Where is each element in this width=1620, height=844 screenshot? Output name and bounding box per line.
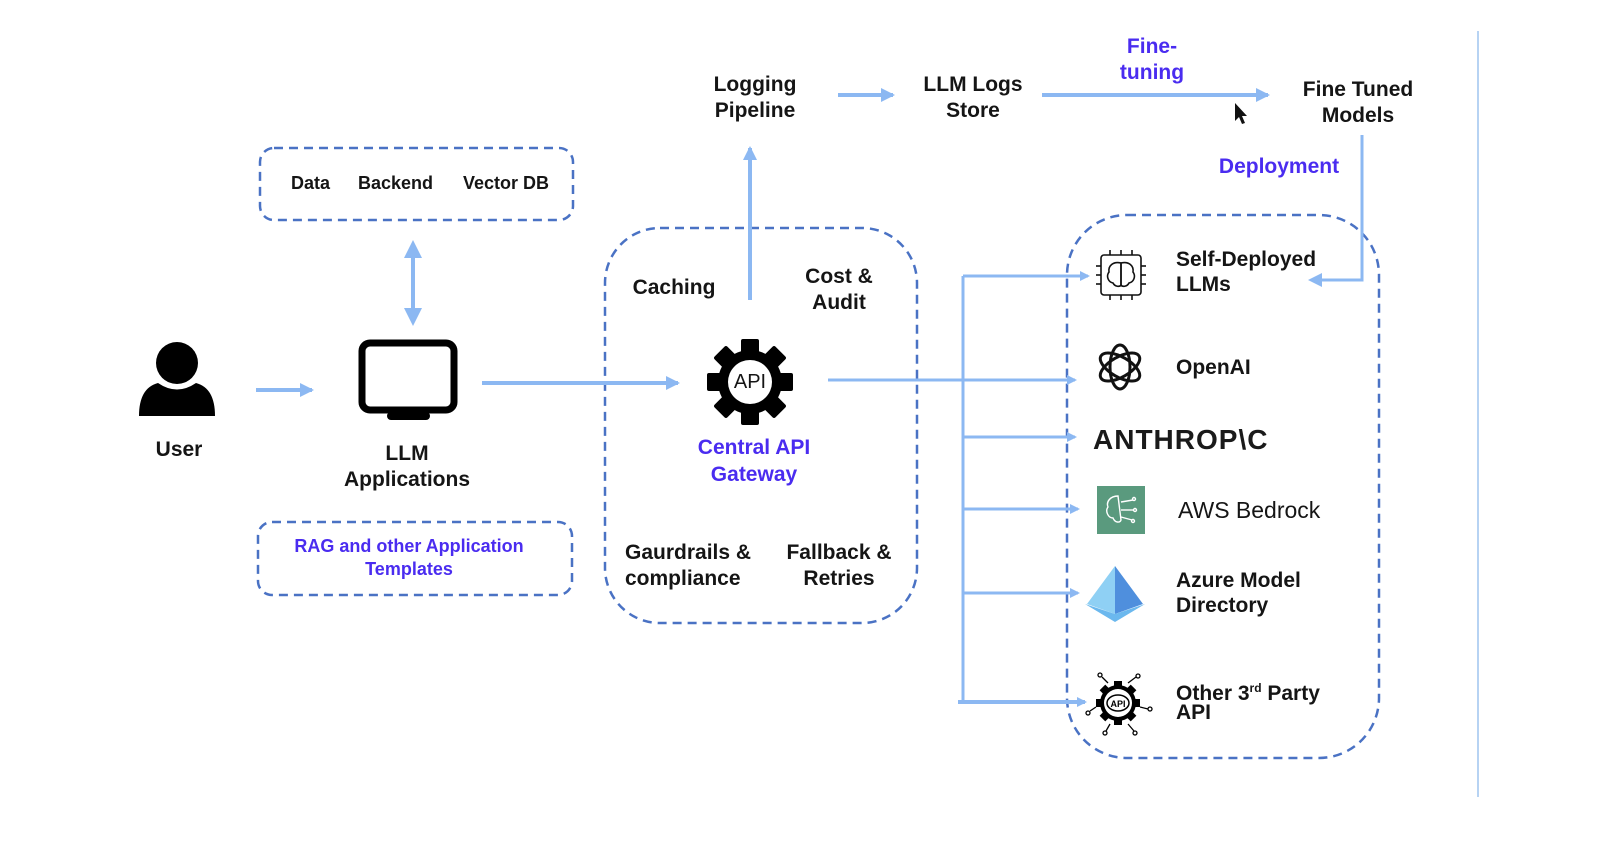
deployment-label: Deployment bbox=[1218, 155, 1340, 178]
person-icon bbox=[139, 342, 215, 416]
openai-logo-icon bbox=[1098, 343, 1142, 391]
logging-label-line1: Logging bbox=[713, 73, 797, 96]
rag-templates-box bbox=[256, 520, 574, 597]
aws-bedrock-icon bbox=[1097, 486, 1145, 534]
other-api-label-line2: API bbox=[1176, 701, 1212, 724]
azure-pyramid-icon bbox=[1085, 566, 1145, 622]
self-deployed-label-line2: LLMs bbox=[1176, 273, 1231, 296]
logging-label-line2: Pipeline bbox=[714, 99, 796, 122]
llm-apps-label-line2: Applications bbox=[343, 468, 471, 491]
data-backend-box bbox=[258, 146, 575, 222]
gateway-title-line2: Gateway bbox=[710, 463, 798, 486]
fine-tuned-label-line1: Fine Tuned bbox=[1302, 78, 1414, 101]
other-api-superscript: rd bbox=[1249, 681, 1262, 695]
fallback-label-line1: Fallback & bbox=[786, 541, 892, 564]
svg-text:API: API bbox=[1110, 699, 1125, 709]
fine-tuning-label-line1: Fine- bbox=[1126, 35, 1178, 58]
gateway-api-icon-text: API bbox=[733, 371, 767, 393]
providers-box bbox=[1065, 213, 1381, 760]
other-api-text-post: Party bbox=[1261, 682, 1320, 705]
rag-label-line1: RAG and other Application bbox=[294, 536, 524, 556]
fine-tuning-label-line2: tuning bbox=[1119, 61, 1185, 84]
aws-bedrock-label: AWS Bedrock bbox=[1178, 497, 1321, 523]
brain-chip-icon bbox=[1096, 250, 1146, 300]
caching-label: Caching bbox=[632, 276, 716, 299]
openai-label: OpenAI bbox=[1176, 356, 1251, 379]
gateway-title-line1: Central API bbox=[697, 436, 811, 459]
data-label: Data bbox=[291, 173, 331, 193]
azure-label-line1: Azure Model bbox=[1176, 569, 1301, 592]
api-gear-icon bbox=[707, 339, 793, 425]
cost-audit-label-line1: Cost & bbox=[805, 265, 873, 288]
arrowhead-up bbox=[404, 240, 422, 258]
azure-label-line2: Directory bbox=[1176, 594, 1269, 617]
rag-label-line2: Templates bbox=[365, 559, 453, 579]
mouse-cursor-icon bbox=[1235, 103, 1247, 124]
arrow-deployment bbox=[1315, 135, 1364, 282]
logs-store-label-line1: LLM Logs bbox=[923, 73, 1023, 96]
api-network-icon: API bbox=[1085, 672, 1153, 736]
arrowhead-deployment bbox=[1308, 273, 1322, 287]
vector-db-label: Vector DB bbox=[463, 173, 550, 193]
fine-tuned-label-line2: Models bbox=[1321, 104, 1395, 127]
logs-store-label-line2: Store bbox=[946, 99, 1000, 122]
user-label: User bbox=[155, 438, 203, 461]
arrowhead-down bbox=[404, 308, 422, 326]
other-api-text-pre: Other 3 bbox=[1176, 682, 1250, 705]
guardrails-label-line1: Gaurdrails & bbox=[625, 541, 752, 564]
self-deployed-label-line1: Self-Deployed bbox=[1176, 248, 1317, 271]
guardrails-label-line2: compliance bbox=[625, 567, 741, 590]
fallback-label-line2: Retries bbox=[803, 567, 875, 590]
llm-apps-label-line1: LLM bbox=[385, 442, 429, 465]
monitor-icon bbox=[358, 339, 458, 420]
cost-audit-label-line2: Audit bbox=[812, 291, 866, 314]
backend-label: Backend bbox=[358, 173, 434, 193]
other-api-label-line1: Other 3rd Party bbox=[1176, 675, 1320, 707]
anthropic-logo-text: ANTHROP\C bbox=[1093, 424, 1269, 455]
